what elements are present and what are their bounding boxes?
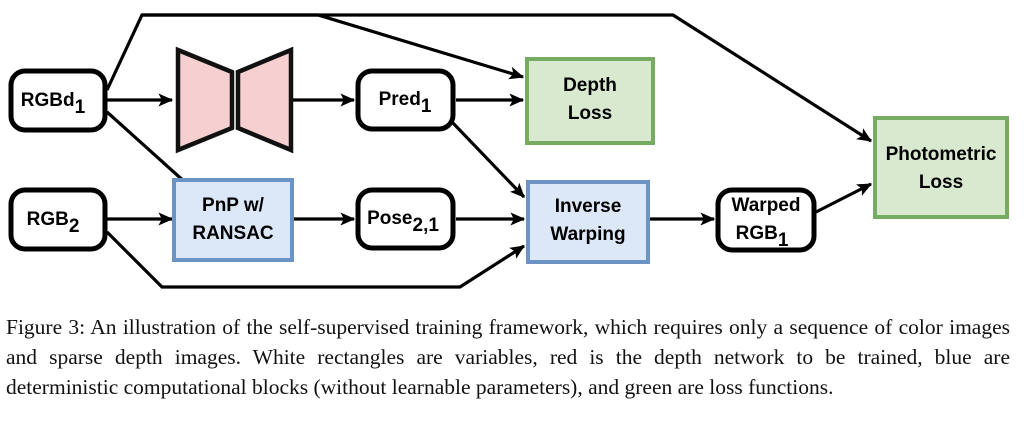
rgbd1-box <box>8 68 108 133</box>
inverse-warping-label-line1: Inverse <box>555 196 622 217</box>
figure-caption: Figure 3: An illustration of the self-su… <box>0 300 1024 435</box>
node-rgb2[interactable]: RGB2 <box>8 187 108 252</box>
warped-rgb1-label-line1: Warped <box>732 195 801 216</box>
edge-pred1-to-inverse-warping <box>450 120 526 199</box>
pnp-ransac-label-line1: PnP w/ <box>202 195 265 216</box>
depth-network-decoder <box>235 46 294 154</box>
edge-warped-rgb1-to-photometric-loss <box>815 182 873 214</box>
node-pose21[interactable]: Pose2,1 <box>355 187 456 251</box>
figure-caption-text: Figure 3: An illustration of the self-su… <box>6 315 1010 399</box>
depth-loss-label-line1: Depth <box>563 75 617 96</box>
warped-rgb1-box <box>715 187 817 253</box>
pnp-ransac-label-line2: RANSAC <box>192 223 274 244</box>
depth-loss-box <box>525 57 655 145</box>
edge-rgb2-to-inverse-warping <box>105 230 525 289</box>
node-pred1[interactable]: Pred1 <box>355 68 456 132</box>
diagram-canvas: RGBd1 RGB2 Pred1 <box>8 13 1009 289</box>
photometric-loss-box <box>873 116 1009 219</box>
node-depth-network[interactable] <box>175 46 294 154</box>
node-rgbd1[interactable]: RGBd1 <box>8 68 108 133</box>
node-warped-rgb1[interactable]: Warped RGB1 <box>715 187 817 253</box>
edge-rgbd1-to-depth-loss <box>105 13 525 91</box>
node-depth-loss[interactable]: Depth Loss <box>525 57 655 145</box>
node-inverse-warping[interactable]: Inverse Warping <box>526 180 650 264</box>
edge-rgbd1-to-photometric-loss <box>142 13 872 143</box>
node-photometric-loss[interactable]: Photometric Loss <box>873 116 1009 219</box>
depth-network-encoder <box>175 46 235 154</box>
photometric-loss-label-line1: Photometric <box>886 144 997 165</box>
node-pnp-ransac[interactable]: PnP w/ RANSAC <box>172 178 294 262</box>
inverse-warping-label-line2: Warping <box>550 224 625 245</box>
rgb2-box <box>8 187 108 252</box>
warped-rgb1-label-line2: RGB1 <box>736 223 789 251</box>
pred1-box <box>355 68 456 132</box>
figure-diagram: RGBd1 RGB2 Pred1 <box>8 13 1009 289</box>
rgbd1-label: RGBd1 <box>21 90 86 118</box>
photometric-loss-label-line2: Loss <box>919 172 963 193</box>
depth-loss-label-line2: Loss <box>568 103 612 124</box>
inverse-warping-box <box>526 180 650 264</box>
pnp-ransac-box <box>172 178 294 262</box>
pred1-label: Pred1 <box>379 89 432 117</box>
pose21-label: Pose2,1 <box>367 208 439 236</box>
pose21-box <box>355 187 456 251</box>
rgb2-label: RGB2 <box>27 209 80 237</box>
